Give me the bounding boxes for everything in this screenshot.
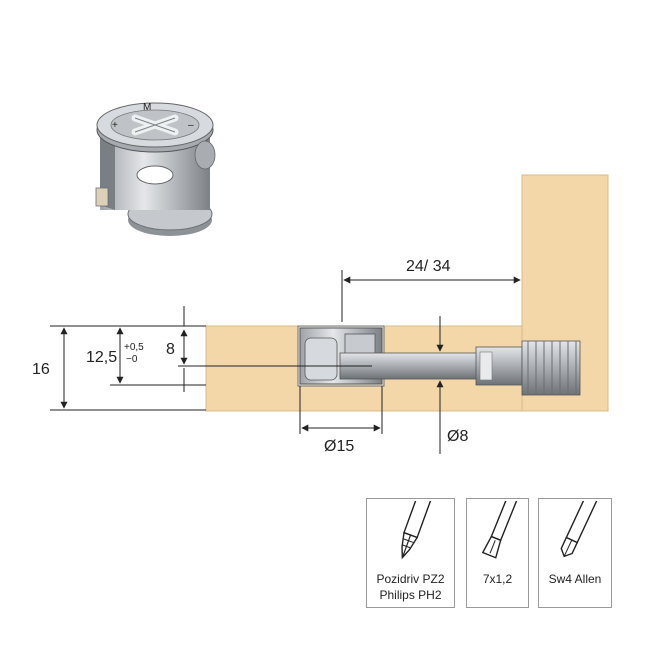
tool-label-line2: Philips PH2 <box>379 588 442 602</box>
dim-distance: 24/ 34 <box>406 258 451 275</box>
cam-lock-3d-illustration: M + – <box>95 102 216 236</box>
svg-text:+: + <box>112 120 118 131</box>
svg-text:–: – <box>188 120 194 131</box>
dim-total-height: 16 <box>32 361 50 378</box>
dim-depth-tol-plus: +0,5 <box>124 342 144 353</box>
tool-card-flat: 7x1,2 <box>466 498 529 608</box>
tool-label-line1: Pozidriv PZ2 <box>376 572 445 586</box>
tool-label-line1: 7x1,2 <box>482 572 513 586</box>
hex-key-icon <box>560 501 600 558</box>
dim-diameter-bolt: Ø8 <box>447 428 468 445</box>
svg-text:M: M <box>143 102 151 113</box>
tool-card-pozidriv: Pozidriv PZ2 Philips PH2 <box>366 498 455 608</box>
dimension-lines <box>50 270 521 454</box>
flat-screwdriver-icon <box>481 501 519 559</box>
dim-diameter-cam: Ø15 <box>324 438 354 455</box>
pozidriv-bit-icon <box>401 501 432 560</box>
tool-label-line1: Sw4 Allen <box>548 572 602 586</box>
dim-depth: 12,5 <box>86 349 117 366</box>
tool-card-allen: Sw4 Allen <box>538 498 612 608</box>
dim-depth-tol-minus: −0 <box>126 354 138 365</box>
connector-section <box>297 325 581 396</box>
bolt-thread <box>521 340 581 396</box>
dim-offset: 8 <box>166 341 175 358</box>
